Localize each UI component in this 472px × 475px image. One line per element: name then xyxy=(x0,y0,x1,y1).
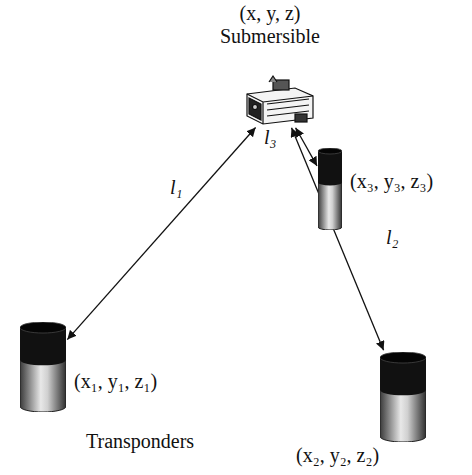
group-label: Transponders xyxy=(86,430,194,452)
distance-label: l₃ xyxy=(262,126,279,148)
submersible-illustration xyxy=(243,74,317,126)
submersible-node: (x, y, z)Submersible xyxy=(243,74,317,126)
transponder-cylinder xyxy=(318,148,342,230)
transponder-cylinder xyxy=(380,352,426,442)
coordinate-label: (x₁, y₁, z₁) xyxy=(74,370,157,392)
node-title: Submersible xyxy=(220,25,320,47)
transponder-cylinder xyxy=(20,322,66,412)
distance-label: l₁ xyxy=(168,176,185,198)
transponder-node: (x₁, y₁, z₁) xyxy=(20,322,66,412)
coordinate-label: (x₃, y₃, z₃) xyxy=(350,170,433,192)
distance-label: l₂ xyxy=(384,226,401,248)
transponder-node: (x₃, y₃, z₃) xyxy=(318,148,342,230)
coordinate-label: (x, y, z) xyxy=(240,2,301,24)
transponder-node: (x₂, y₂, z₂) xyxy=(380,352,426,442)
range-arrow xyxy=(67,127,255,339)
range-arrow xyxy=(292,128,384,350)
range-arrow xyxy=(296,128,317,166)
coordinate-label: (x₂, y₂, z₂) xyxy=(296,444,379,466)
